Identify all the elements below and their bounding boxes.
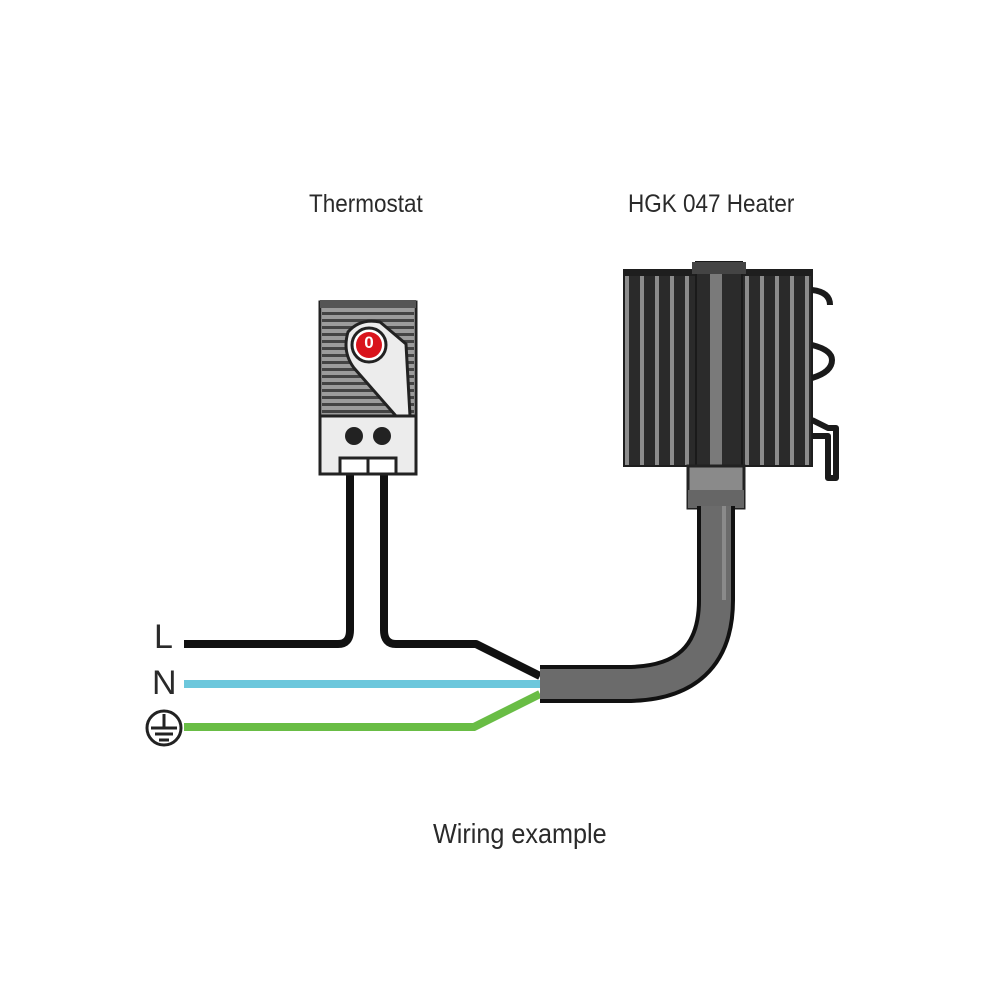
heater [623,261,839,510]
heater-cable [540,506,735,703]
heater-side-clip [810,287,839,481]
diagram-caption: Wiring example [433,818,607,849]
heater-rail-highlight [710,268,722,470]
thermostat-dial-value: 0 [364,333,374,352]
heater-top-cap [692,262,746,274]
heater-label: HGK 047 Heater [628,190,795,218]
wire-live-out [380,474,542,680]
thermostat-top-rim [320,300,416,308]
thermostat [318,300,418,476]
wire-live-in [184,474,354,648]
neutral-line-label: N [152,664,177,702]
live-line-label: L [154,618,173,656]
thermostat-dial [356,332,382,358]
wire-earth [184,690,542,731]
wires [184,474,542,731]
earth-ground-icon [145,709,183,747]
thermostat-label: Thermostat [309,190,423,218]
thermostat-screw-right [373,427,391,445]
thermostat-screw-left [345,427,363,445]
cable-gland-shadow [688,490,744,508]
